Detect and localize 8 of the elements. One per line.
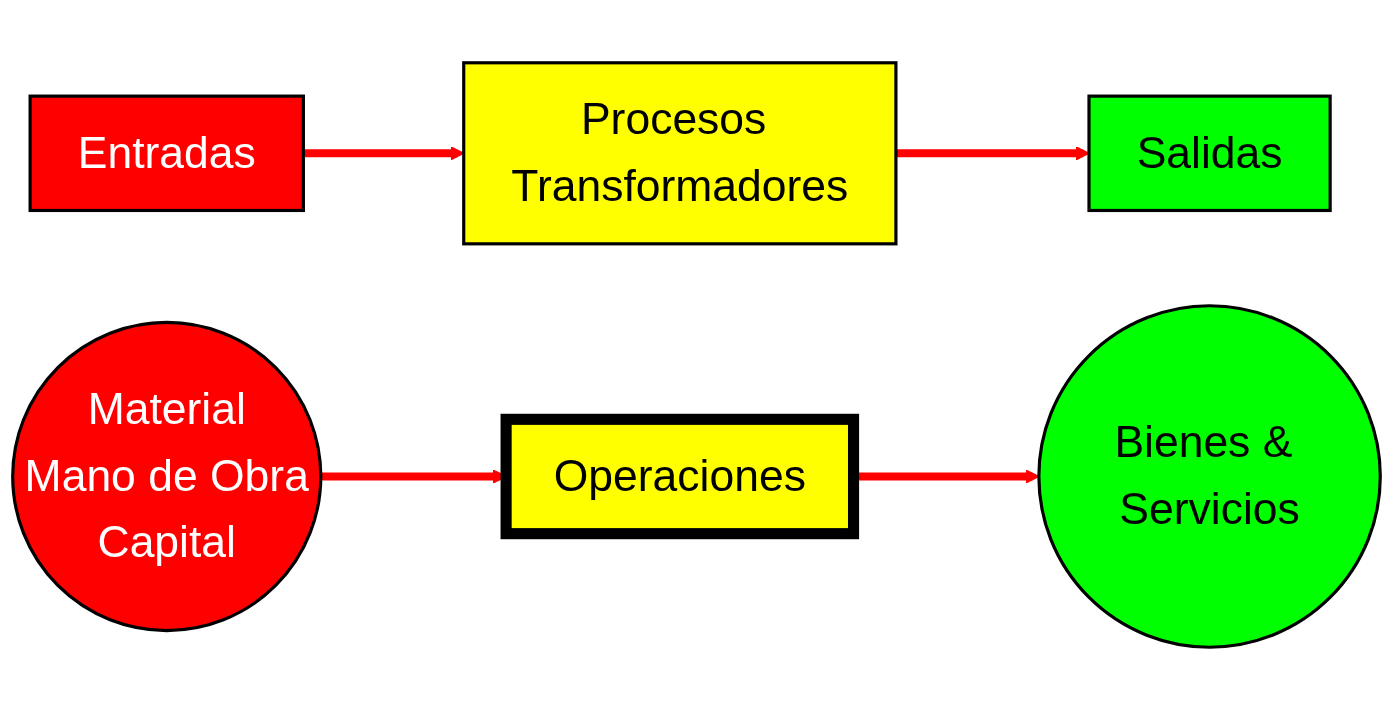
node-box: Salidas bbox=[1087, 94, 1332, 213]
node-circle: Material Mano de Obra Capital bbox=[11, 320, 323, 633]
node-box: Procesos Transformadores bbox=[462, 61, 898, 246]
arrow bbox=[303, 146, 465, 161]
node-circle: Bienes & Servicios bbox=[1037, 304, 1382, 649]
node-box: Operaciones bbox=[500, 413, 860, 540]
node-box: Entradas bbox=[28, 94, 305, 213]
arrow bbox=[895, 146, 1090, 161]
